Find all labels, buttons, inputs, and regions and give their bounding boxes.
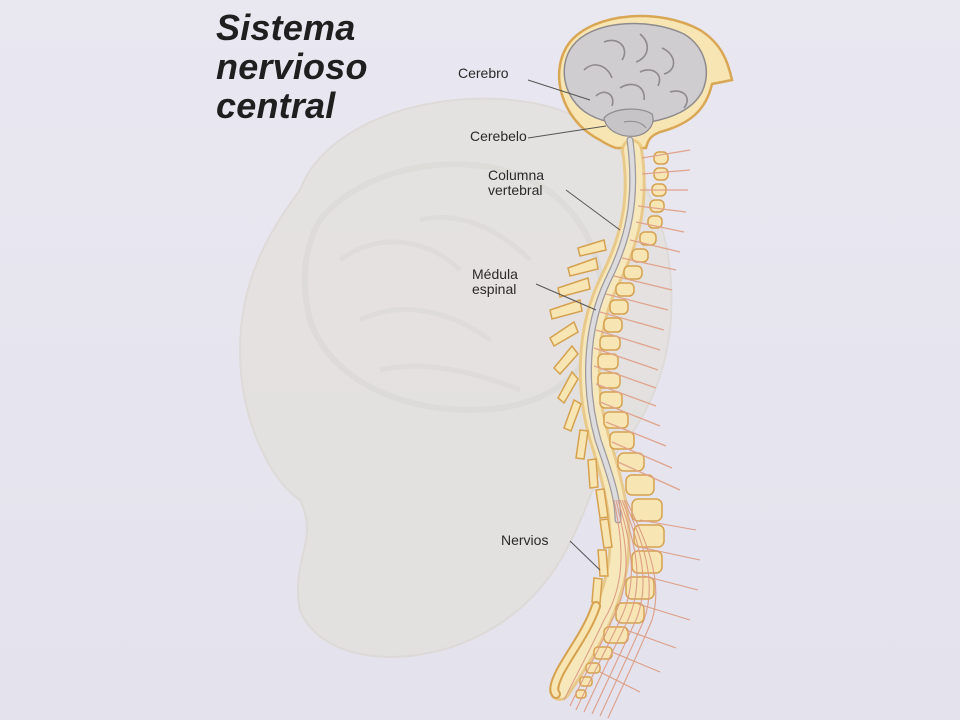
label-columna-line-1: Columna — [488, 167, 545, 183]
label-cerebelo-text: Cerebelo — [470, 128, 527, 144]
label-medula-line-1: Médula — [472, 266, 518, 282]
label-cerebro-text: Cerebro — [458, 65, 509, 81]
cauda-equina-nerves — [563, 499, 701, 719]
label-cerebelo: Cerebelo — [470, 129, 527, 144]
label-columna-line-2: vertebral — [488, 182, 543, 198]
label-medula-line-2: espinal — [472, 281, 517, 297]
slide-title: Sistema nervioso central — [216, 8, 368, 125]
spinal-nerves — [593, 149, 691, 491]
leader-lines — [527, 79, 621, 571]
label-medula-espinal: Médula espinal — [472, 267, 518, 297]
head-watermark — [238, 97, 673, 658]
label-nervios-text: Nervios — [501, 532, 549, 548]
cerebellum — [603, 108, 654, 137]
spinous-processes — [549, 239, 613, 604]
spinal-cord — [585, 136, 637, 524]
label-nervios: Nervios — [501, 533, 548, 548]
label-columna-vertebral: Columna vertebral — [488, 168, 544, 198]
title-line-1: Sistema — [216, 7, 356, 48]
title-line-2: nervioso — [216, 46, 368, 87]
label-cerebro: Cerebro — [458, 66, 509, 81]
sacrum — [549, 601, 601, 699]
title-line-3: central — [216, 85, 336, 126]
